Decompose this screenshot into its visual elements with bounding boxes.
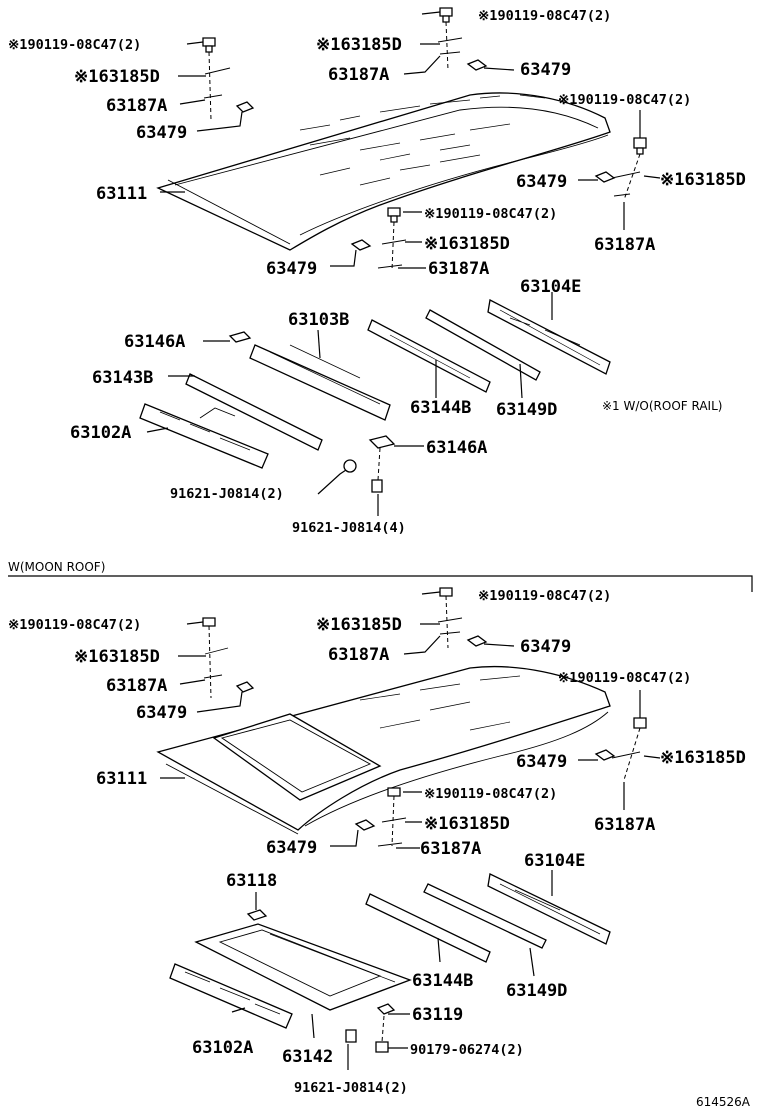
- fastener-cluster-c: [594, 137, 647, 201]
- grommet-drawing: [246, 909, 268, 921]
- label-bracket-b: 63146A: [426, 438, 487, 458]
- label-cap-b: ※190119-08C47(2): [478, 588, 611, 604]
- bottom-lower-fasteners: [345, 1003, 396, 1053]
- label-rear-header: 63104E: [520, 277, 581, 297]
- label-clip-nut-a: 91621-J0814(2): [170, 486, 284, 502]
- label-clip-d: 63187A: [420, 839, 481, 859]
- label-front-header: 63102A: [70, 423, 131, 443]
- roof-panel-drawing: [156, 92, 611, 251]
- bottom-section: ※190119-08C47(2) ※163185D 63187A 63479 ※…: [8, 587, 746, 1096]
- label-clip-b: 63187A: [328, 65, 389, 85]
- label-roof: 63111: [96, 184, 147, 204]
- reinforcement-frame-drawing: [194, 923, 412, 1011]
- drawing-number: 614526A: [696, 1095, 751, 1109]
- label-roof: 63111: [96, 769, 147, 789]
- front-header-drawing: [139, 403, 269, 469]
- label-note: ※1 W/O(ROOF RAIL): [602, 399, 722, 413]
- label-spring-b: ※163185D: [316, 35, 402, 55]
- label-clip-c: 63187A: [594, 235, 655, 255]
- front-bow-drawing: [185, 373, 323, 451]
- section-title: W(MOON ROOF): [8, 560, 105, 574]
- label-clip-a: 63187A: [106, 676, 167, 696]
- label-clip-a: 63187A: [106, 96, 167, 116]
- label-bow-d: 63149D: [506, 981, 567, 1001]
- label-spring-b: ※163185D: [316, 615, 402, 635]
- bottom-labels: ※190119-08C47(2) ※163185D 63187A 63479 ※…: [8, 588, 746, 1096]
- label-cap-d: ※190119-08C47(2): [424, 206, 557, 222]
- label-center-brace: 63103B: [288, 310, 349, 330]
- label-clip-nut: 91621-J0814(2): [294, 1080, 408, 1096]
- label-spring-d: ※163185D: [424, 814, 510, 834]
- label-pad-d: 63479: [266, 838, 317, 858]
- top-section: ※190119-08C47(2) ※163185D 63187A 63479 ※…: [8, 7, 746, 536]
- bow-144b-drawing: [367, 319, 491, 393]
- label-bow-d: 63149D: [496, 400, 557, 420]
- fastener-cluster-b: [437, 7, 488, 71]
- lower-fasteners: [343, 435, 396, 493]
- label-spring-a: ※163185D: [74, 647, 160, 667]
- label-clip-b: 63187A: [328, 645, 389, 665]
- bottom-front-header-drawing: [169, 963, 293, 1029]
- label-front-bow: 63143B: [92, 368, 153, 388]
- moon-roof-panel-drawing: [156, 665, 611, 835]
- bottom-rear-header-drawing: [487, 873, 611, 945]
- bottom-fastener-cluster-b: [437, 587, 488, 649]
- bracket-146a-left-drawing: [228, 331, 252, 343]
- bottom-leader-lines: [160, 591, 661, 1070]
- label-grommet: 63118: [226, 871, 277, 891]
- label-spring-d: ※163185D: [424, 234, 510, 254]
- bottom-fastener-cluster-a: [202, 617, 255, 699]
- bottom-bow-149d-drawing: [423, 883, 547, 949]
- label-rear-header: 63104E: [524, 851, 585, 871]
- bow-149d-drawing: [425, 309, 541, 381]
- label-bracket-a: 63146A: [124, 332, 185, 352]
- bottom-fastener-cluster-d: [354, 787, 407, 847]
- label-clip-d: 63187A: [428, 259, 489, 279]
- label-reinforcement: 63142: [282, 1047, 333, 1067]
- top-leader-lines: [146, 11, 661, 516]
- label-cap-d: ※190119-08C47(2): [424, 786, 557, 802]
- label-pad-a: 63479: [136, 703, 187, 723]
- label-spring-c: ※163185D: [660, 170, 746, 190]
- rear-header-drawing: [487, 299, 611, 375]
- label-pad-c: 63479: [516, 172, 567, 192]
- label-pad-b: 63479: [520, 637, 571, 657]
- fastener-cluster-d: [350, 207, 407, 271]
- label-pad-d: 63479: [266, 259, 317, 279]
- label-clip-c: 63187A: [594, 815, 655, 835]
- label-nut: 90179-06274(2): [410, 1042, 524, 1058]
- label-front-header: 63102A: [192, 1038, 253, 1058]
- bottom-fastener-cluster-c: [594, 717, 647, 781]
- bottom-bow-144b-drawing: [365, 893, 491, 963]
- label-cap-a: ※190119-08C47(2): [8, 617, 141, 633]
- label-spring-a: ※163185D: [74, 67, 160, 87]
- fastener-cluster-a: [202, 37, 255, 121]
- label-cap-c: ※190119-08C47(2): [558, 92, 691, 108]
- label-cap-a: ※190119-08C47(2): [8, 37, 141, 53]
- top-labels: ※190119-08C47(2) ※163185D 63187A 63479 ※…: [8, 8, 746, 536]
- label-bracket: 63119: [412, 1005, 463, 1025]
- label-bow-b: 63144B: [410, 398, 471, 418]
- label-cap-b: ※190119-08C47(2): [478, 8, 611, 24]
- label-spring-c: ※163185D: [660, 748, 746, 768]
- label-bow-b: 63144B: [412, 971, 473, 991]
- label-cap-c: ※190119-08C47(2): [558, 670, 691, 686]
- label-pad-b: 63479: [520, 60, 571, 80]
- section-divider: W(MOON ROOF): [8, 560, 753, 592]
- center-brace-drawing: [249, 344, 391, 421]
- label-pad-c: 63479: [516, 752, 567, 772]
- label-pad-a: 63479: [136, 123, 187, 143]
- label-clip-nut-b: 91621-J0814(4): [292, 520, 406, 536]
